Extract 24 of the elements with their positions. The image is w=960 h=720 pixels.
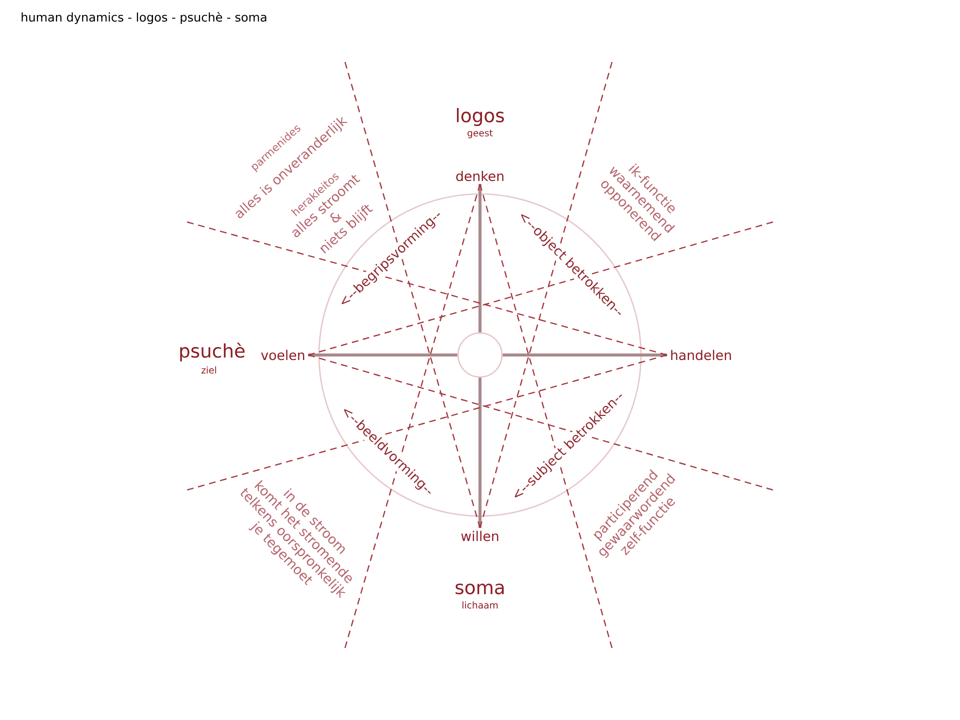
dashed-line bbox=[186, 354, 668, 491]
dashed-line bbox=[344, 62, 481, 528]
heading: psuchè bbox=[180, 342, 245, 362]
subheading: ziel bbox=[202, 366, 216, 374]
axis-line bbox=[502, 353, 668, 357]
dashed-line bbox=[479, 62, 613, 528]
axis-label: voelen bbox=[261, 350, 304, 360]
title: human dynamics - logos - psuchè - soma bbox=[22, 12, 266, 24]
axis-label: handelen bbox=[671, 350, 731, 360]
dashed-line bbox=[479, 184, 613, 648]
dashed-line bbox=[344, 184, 481, 648]
inner-circle bbox=[457, 332, 503, 378]
axis-label: willen bbox=[461, 530, 498, 542]
subheading: lichaam bbox=[462, 601, 498, 609]
dashed-line bbox=[308, 354, 774, 491]
axis-line bbox=[478, 378, 482, 528]
axis-label: denken bbox=[456, 170, 504, 182]
axis-line bbox=[308, 353, 458, 357]
dashed-line bbox=[308, 221, 774, 356]
heading: logos bbox=[456, 108, 504, 126]
axis-line bbox=[478, 184, 482, 332]
dashed-line bbox=[186, 221, 668, 356]
heading: soma bbox=[456, 584, 504, 594]
subheading: geest bbox=[468, 130, 493, 138]
